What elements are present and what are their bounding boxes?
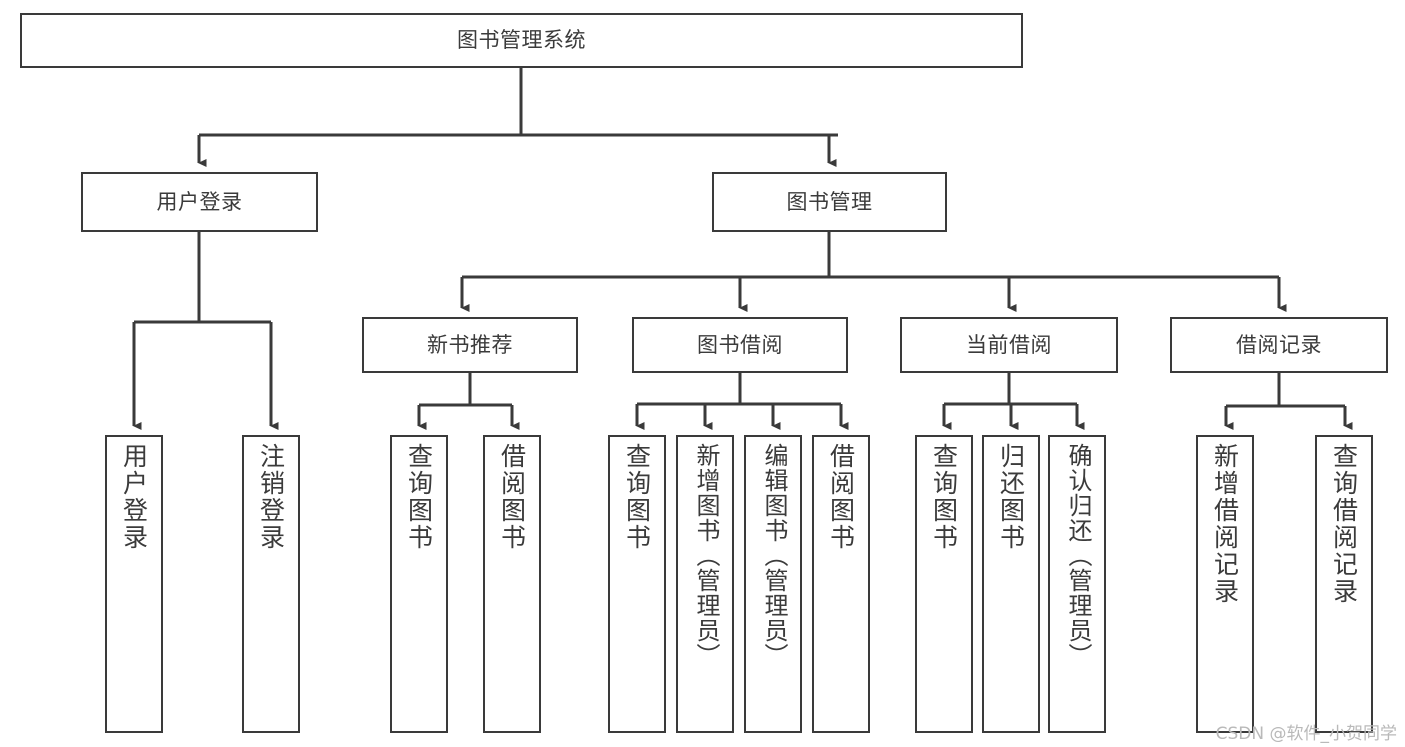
node-label: 查询图书	[622, 443, 652, 551]
node-label: 借阅图书	[826, 443, 856, 551]
leaf-add-book-admin[interactable]: 新增图书（管理员）	[676, 435, 734, 733]
node-book-borrow[interactable]: 图书借阅	[632, 317, 848, 373]
leaf-add-borrow-record[interactable]: 新增借阅记录	[1196, 435, 1254, 733]
leaf-borrow-book-newbook[interactable]: 借阅图书	[483, 435, 541, 733]
leaf-return-book[interactable]: 归还图书	[982, 435, 1040, 733]
node-label: 用户登录	[119, 443, 149, 551]
node-label: 查询图书	[929, 443, 959, 551]
leaf-confirm-return-admin[interactable]: 确认归还（管理员）	[1048, 435, 1106, 733]
node-label: 当前借阅	[966, 332, 1052, 357]
node-label: 归还图书	[996, 443, 1026, 551]
leaf-query-borrow-record[interactable]: 查询借阅记录	[1315, 435, 1373, 733]
node-label: 新书推荐	[427, 332, 513, 357]
node-label: 新增借阅记录	[1210, 443, 1240, 605]
leaf-query-book-newbook[interactable]: 查询图书	[390, 435, 448, 733]
leaf-logout[interactable]: 注销登录	[242, 435, 300, 733]
leaf-edit-book-admin[interactable]: 编辑图书（管理员）	[744, 435, 802, 733]
node-label: 查询图书	[404, 443, 434, 551]
leaf-borrow-book[interactable]: 借阅图书	[812, 435, 870, 733]
node-label: 查询借阅记录	[1329, 443, 1359, 605]
node-root-system[interactable]: 图书管理系统	[20, 13, 1023, 68]
node-label: 借阅记录	[1236, 332, 1322, 357]
node-book-management[interactable]: 图书管理	[712, 172, 947, 232]
node-current-borrow[interactable]: 当前借阅	[900, 317, 1118, 373]
node-label: 确认归还（管理员）	[1063, 443, 1092, 668]
node-label: 图书管理系统	[457, 28, 586, 53]
node-borrow-record[interactable]: 借阅记录	[1170, 317, 1388, 373]
leaf-query-book-borrow[interactable]: 查询图书	[608, 435, 666, 733]
node-label: 用户登录	[156, 189, 243, 214]
node-label: 借阅图书	[497, 443, 527, 551]
watermark: CSDN @软件_小贺同学	[1215, 724, 1397, 744]
node-label: 新增图书（管理员）	[691, 443, 720, 668]
node-user-login[interactable]: 用户登录	[81, 172, 318, 232]
node-new-book-recommend[interactable]: 新书推荐	[362, 317, 578, 373]
node-label: 图书借阅	[697, 332, 783, 357]
node-label: 编辑图书（管理员）	[759, 443, 788, 668]
node-label: 注销登录	[256, 443, 286, 551]
leaf-user-login[interactable]: 用户登录	[105, 435, 163, 733]
leaf-query-book-current[interactable]: 查询图书	[915, 435, 973, 733]
node-label: 图书管理	[786, 189, 873, 214]
